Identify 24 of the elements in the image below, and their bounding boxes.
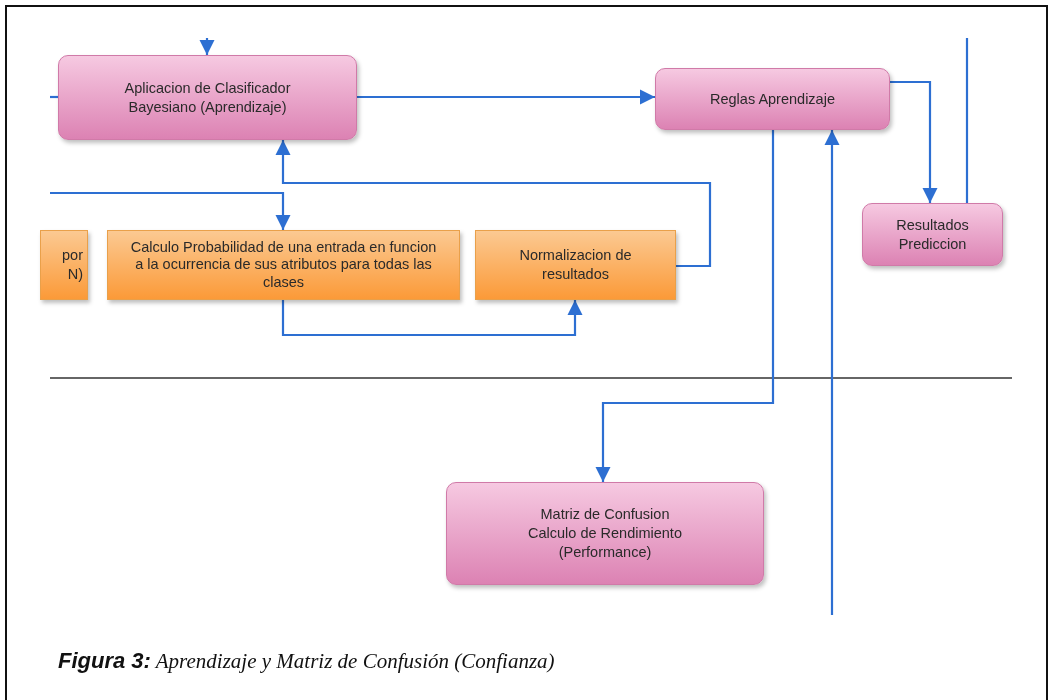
process-box — [862, 203, 1003, 266]
figure-caption: Figura 3: Aprendizaje y Matriz de Confusión (Confianza) — [58, 648, 555, 674]
process-box — [655, 68, 890, 130]
arrow — [824, 130, 840, 615]
arrow — [357, 89, 655, 105]
arrow — [890, 80, 938, 203]
process-box — [475, 230, 676, 300]
arrow — [281, 300, 583, 337]
box-label: Resultados Prediccion — [895, 215, 970, 254]
box-label: Aplicacion de Clasificador Bayesiano (Aprendizaje) — [123, 78, 292, 117]
arrow — [199, 38, 215, 55]
arrow — [595, 130, 775, 482]
connector-line — [965, 38, 969, 203]
arrow — [50, 191, 291, 230]
box-label: por N) — [61, 246, 83, 284]
process-box — [58, 55, 357, 140]
process-box — [107, 230, 460, 300]
process-box — [446, 482, 764, 585]
arrow — [275, 140, 712, 268]
box-label: Matriz de Confusion Calculo de Rendimiento (Performance) — [527, 505, 683, 562]
box-label: Reglas Aprendizaje — [710, 89, 835, 109]
process-box — [40, 230, 88, 300]
box-label: Normalizacion de resultados — [518, 246, 633, 284]
box-label: Calculo Probabilidad de una entrada en funcion a la ocurrencia de sus atributos para todas las clases — [129, 238, 438, 292]
